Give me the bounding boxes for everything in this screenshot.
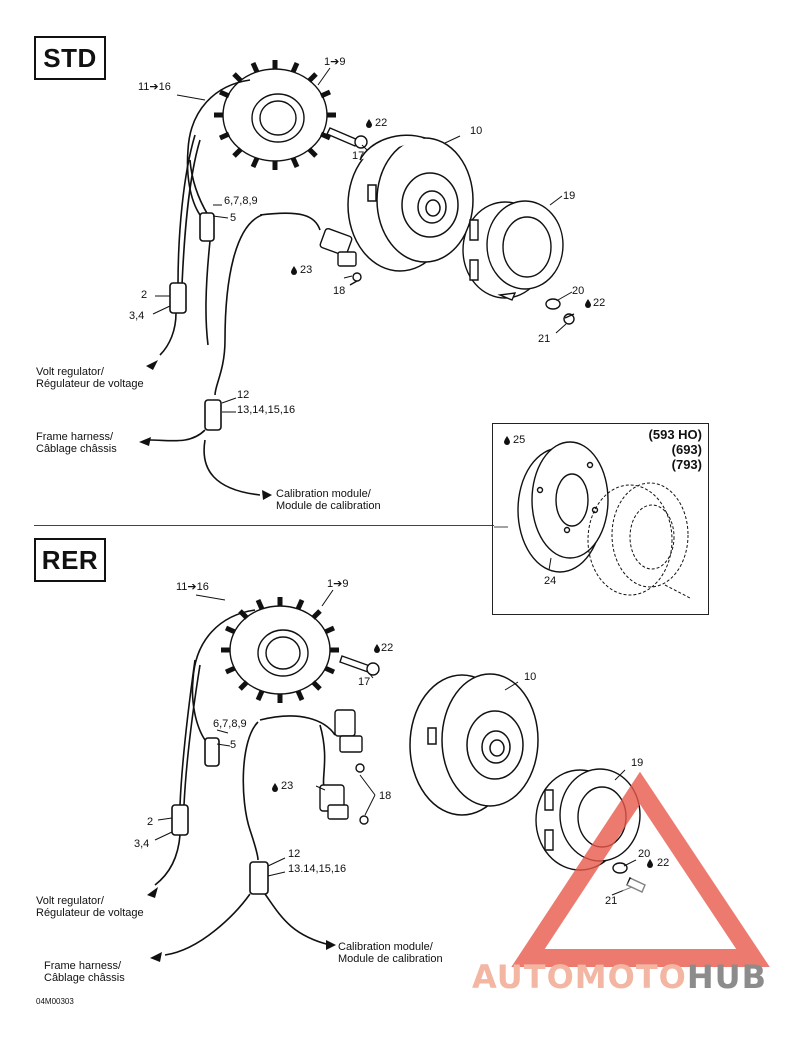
rer-label-plug-a: 2 xyxy=(147,816,154,828)
figure-code: 04M00303 xyxy=(36,997,74,1006)
rer-label-connector-b: 5 xyxy=(230,739,237,751)
std-screw xyxy=(326,127,368,149)
std-label-plug-b: 3,4 xyxy=(129,310,145,322)
inset-trigger-wheel-dashed xyxy=(587,482,691,599)
rer-label-stator: 1➔9 xyxy=(327,578,349,590)
rer-arrows xyxy=(147,887,336,962)
watermark-text-part2: HUB xyxy=(686,958,768,996)
std-trigger-wheel xyxy=(462,200,564,301)
rer-label-washer-torque: 22 xyxy=(657,857,670,869)
std-label-trigger-wheel: 19 xyxy=(563,190,576,202)
rer-flywheel xyxy=(409,673,539,816)
std-label-frame-harness: Frame harness/ Câblage châssis xyxy=(36,431,117,455)
rer-label-trigger-wheel: 19 xyxy=(631,757,644,769)
std-section-title: STD xyxy=(34,36,106,80)
std-flywheel xyxy=(347,134,474,272)
std-arrows xyxy=(139,360,272,500)
std-washer-bolt xyxy=(545,298,575,325)
inset-versions: (593 HO) (693) (793) xyxy=(648,427,702,472)
rer-torque-drop-23 xyxy=(272,783,278,792)
rer-label-calibration: Calibration module/ Module de calibratio… xyxy=(338,941,443,965)
rer-label-wiring: 11➔16 xyxy=(176,581,209,593)
std-label-plug-d: 13,14,15,16 xyxy=(237,404,296,416)
inset-label-ring-torque: 25 xyxy=(513,434,526,446)
inset-label-ring: 24 xyxy=(544,575,557,587)
watermark-text-part1: AUTOMOTO xyxy=(472,958,687,996)
inset-ring xyxy=(517,441,609,573)
std-label-flywheel: 10 xyxy=(470,125,483,137)
rer-washer-bolt xyxy=(612,862,646,893)
rer-label-sensor-torque: 23 xyxy=(281,780,294,792)
std-label-plug-c: 12 xyxy=(237,389,250,401)
std-stator xyxy=(214,60,336,170)
std-label-washer: 20 xyxy=(572,285,585,297)
rer-label-bolt: 21 xyxy=(605,895,618,907)
std-label-connector-a: 6,7,8,9 xyxy=(224,195,258,207)
watermark-triangle xyxy=(511,771,770,967)
rer-label-plug-c: 12 xyxy=(288,848,301,860)
std-label-bolt: 21 xyxy=(538,333,551,345)
std-label-plug-a: 2 xyxy=(141,289,148,301)
watermark-logo: AUTOMOTOHUB xyxy=(472,958,767,996)
std-torque-drop-22 xyxy=(366,119,372,128)
std-label-connector-b: 5 xyxy=(230,212,237,224)
std-label-sensor-screw: 18 xyxy=(333,285,346,297)
rer-label-plug-b: 3,4 xyxy=(134,838,150,850)
rer-wiring xyxy=(154,609,336,956)
rer-label-volt-regulator: Volt regulator/ Régulateur de voltage xyxy=(36,895,144,919)
std-label-wiring: 11➔16 xyxy=(138,81,171,93)
rer-label-connector-a: 6,7,8,9 xyxy=(213,718,247,730)
std-torque-drop-23 xyxy=(291,266,297,275)
std-torque-drop-washer xyxy=(585,299,591,308)
section-divider xyxy=(34,525,494,526)
rer-label-sensor-screw: 18 xyxy=(379,790,392,802)
rer-torque-drop-washer xyxy=(647,859,653,868)
std-wiring xyxy=(149,79,321,496)
std-label-screw-torque: 22 xyxy=(375,117,388,129)
std-label-screw: 17 xyxy=(352,150,365,162)
rer-torque-drop-22 xyxy=(374,644,380,653)
rer-screw xyxy=(339,655,380,676)
rer-crank-sensors xyxy=(319,709,369,825)
std-label-calibration: Calibration module/ Module de calibratio… xyxy=(276,488,381,512)
std-label-washer-torque: 22 xyxy=(593,297,606,309)
std-label-volt-regulator: Volt regulator/ Régulateur de voltage xyxy=(36,366,144,390)
rer-label-flywheel: 10 xyxy=(524,671,537,683)
rer-stator xyxy=(221,597,339,703)
rer-label-washer: 20 xyxy=(638,848,651,860)
std-leader-lines xyxy=(152,67,573,413)
rer-label-plug-d: 13.14,15,16 xyxy=(288,863,347,875)
rer-label-screw-torque: 22 xyxy=(381,642,394,654)
inset-detail-box xyxy=(492,423,709,615)
rer-leader-lines xyxy=(154,589,637,896)
std-label-sensor-torque: 23 xyxy=(300,264,313,276)
rer-label-screw: 17 xyxy=(358,676,371,688)
rer-section-title: RER xyxy=(34,538,106,582)
rer-label-frame-harness: Frame harness/ Câblage châssis xyxy=(44,960,125,984)
std-label-stator: 1➔9 xyxy=(324,56,346,68)
std-crank-sensor xyxy=(319,227,362,286)
